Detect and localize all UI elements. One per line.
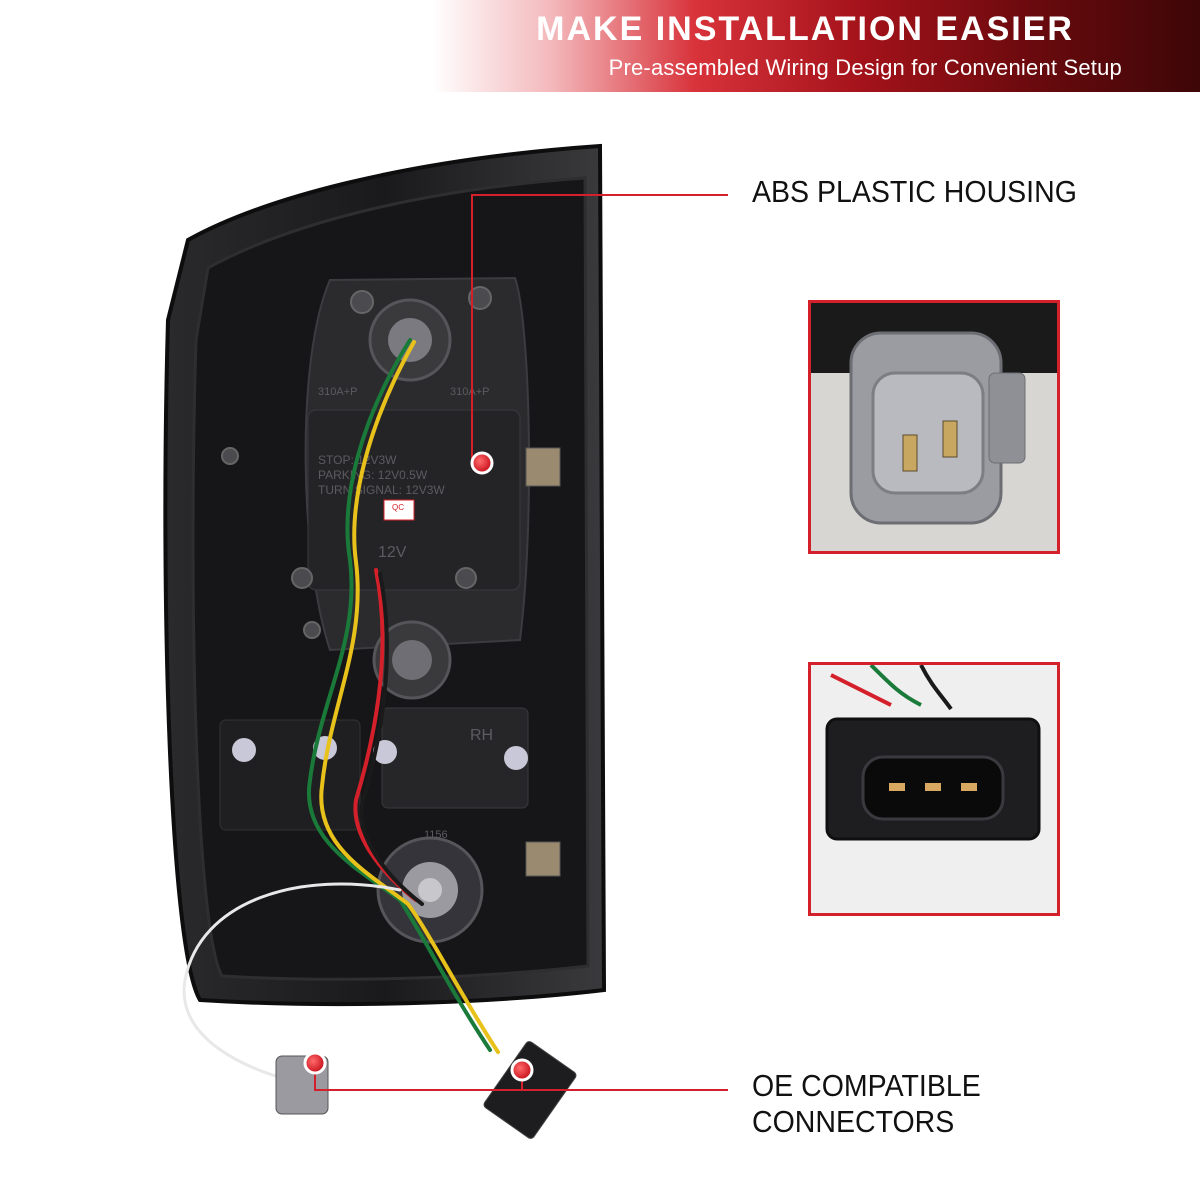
rh-text: RH xyxy=(470,727,493,744)
label-bulb-right: 310A+P xyxy=(450,386,489,398)
label-bulb-left: 310A+P xyxy=(318,386,357,398)
inset-grey-connector xyxy=(808,300,1060,554)
label-turn: TURN SIGNAL: 12V3W xyxy=(318,483,445,497)
banner-title: MAKE INSTALLATION EASIER xyxy=(536,10,1074,48)
label-voltage: 12V xyxy=(378,544,407,561)
callout-housing: ABS PLASTIC HOUSING xyxy=(752,174,1077,209)
header-banner: MAKE INSTALLATION EASIER Pre-assembled W… xyxy=(0,0,1200,92)
black-connector-photo xyxy=(811,665,1057,913)
label-parking: PARKING: 12V0.5W xyxy=(318,468,428,482)
qc-sticker xyxy=(383,499,415,521)
housing-callout-dot xyxy=(470,451,494,475)
banner-subtitle: Pre-assembled Wiring Design for Convenie… xyxy=(608,55,1122,80)
socket-middle xyxy=(372,620,452,700)
qc-text: QC xyxy=(392,503,404,512)
grey-connector-photo xyxy=(811,303,1057,551)
connector-callout-dot-right xyxy=(510,1058,534,1082)
connector-callout-dot-left xyxy=(303,1051,327,1075)
socket-bottom xyxy=(376,836,484,944)
callout-connectors: OE COMPATIBLE CONNECTORS xyxy=(752,1068,981,1139)
inset-black-connector xyxy=(808,662,1060,916)
